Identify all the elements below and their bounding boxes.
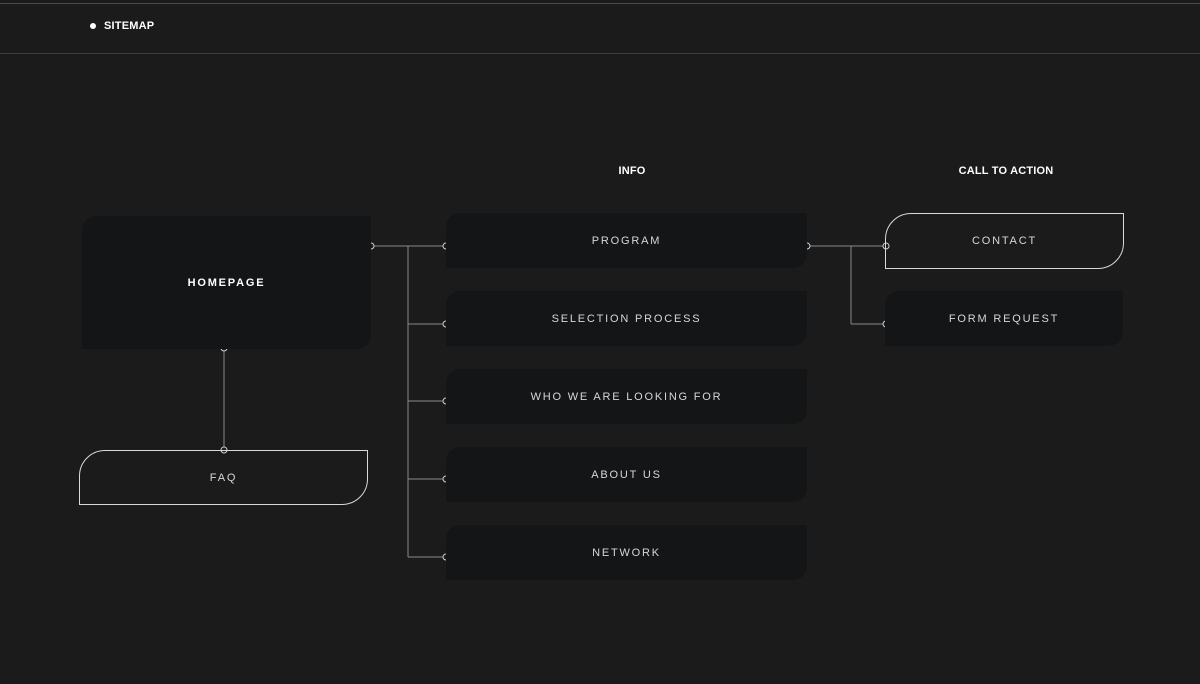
node-who-we-are-looking-for[interactable]: WHO WE ARE LOOKING FOR xyxy=(446,369,807,424)
node-program[interactable]: PROGRAM xyxy=(446,213,807,268)
node-homepage[interactable]: HOMEPAGE xyxy=(82,216,371,349)
node-network[interactable]: NETWORK xyxy=(446,525,807,580)
node-faq[interactable]: FAQ xyxy=(79,450,368,505)
node-contact[interactable]: CONTACT xyxy=(885,213,1124,269)
column-heading-info: INFO xyxy=(618,165,646,177)
node-about-us[interactable]: ABOUT US xyxy=(446,447,807,502)
header-divider xyxy=(0,53,1200,54)
node-form-request[interactable]: FORM REQUEST xyxy=(885,291,1123,346)
column-heading-cta: CALL TO ACTION xyxy=(958,165,1054,177)
bullet-icon xyxy=(90,23,96,29)
top-divider xyxy=(0,3,1200,4)
page-header: SITEMAP xyxy=(90,20,154,32)
node-selection-process[interactable]: SELECTION PROCESS xyxy=(446,291,807,346)
page-title: SITEMAP xyxy=(104,20,155,32)
